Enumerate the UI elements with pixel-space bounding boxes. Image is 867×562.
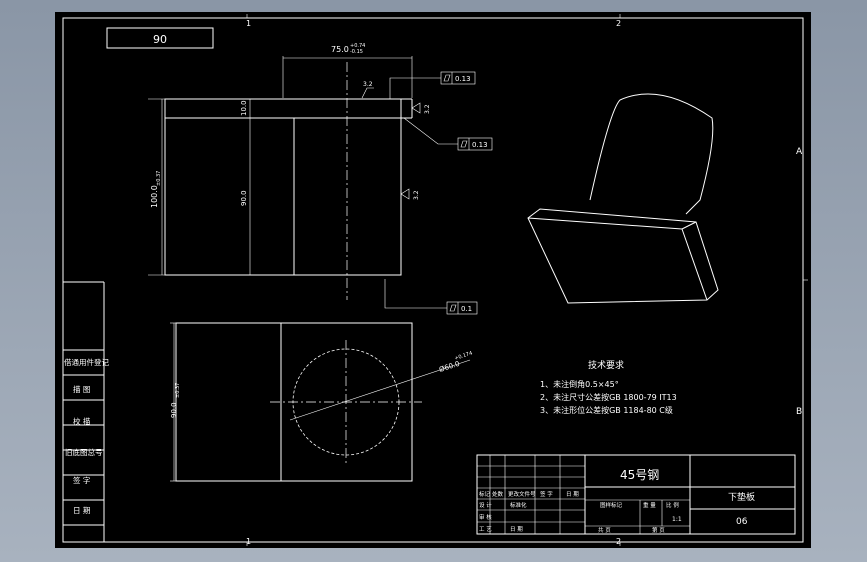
- side-label-1: 借通用件登记: [64, 357, 109, 367]
- zone-top-left: 1: [246, 19, 251, 28]
- tb-label-date-2: 日 期: [510, 526, 523, 533]
- tb-label-scale: 比 例: [666, 501, 679, 509]
- tb-label-count: 处数: [492, 490, 504, 498]
- dim-width-tol-lower: -0.15: [350, 49, 363, 55]
- surface-finish-side-1: 3.2: [424, 104, 431, 114]
- flatness-value-2: 0.13: [472, 141, 488, 149]
- flatness-frame-1: [440, 71, 476, 85]
- tech-req-heading: 技术要求: [588, 359, 624, 371]
- dim-base-width: 90.0: [170, 402, 178, 418]
- tb-label-process: 工 艺: [479, 526, 492, 533]
- drawing-background: [55, 12, 811, 548]
- side-label-5: 签 字: [73, 475, 90, 485]
- tech-req-item-1: 1、未注倒角0.5×45°: [540, 379, 619, 389]
- side-label-3: 校 描: [73, 416, 91, 426]
- iso-cylinder: [589, 93, 714, 215]
- tb-label-change-doc: 更改文件号: [508, 490, 536, 498]
- tb-label-sign: 签 字: [540, 490, 553, 498]
- dim-base-width-tol: ±0.37: [175, 383, 181, 398]
- tb-label-standard: 标准化: [510, 501, 527, 509]
- title-block: 标记 处数 更改文件号 签 字 日 期 设 计 标准化 审 核 工 艺 日 期 …: [476, 454, 796, 535]
- tb-material: 45号钢: [620, 468, 659, 482]
- flatness-frame-3: [446, 301, 478, 315]
- tb-label-review: 审 核: [479, 513, 492, 521]
- dim-diameter-tol: +0.174: [454, 350, 473, 361]
- tech-req-item-3: 3、未注形位公差按GB 1184-80 C级: [540, 405, 673, 415]
- flatness-value-3: 0.1: [461, 305, 472, 313]
- tb-drawing-no: 06: [736, 517, 748, 527]
- zone-right-b: B: [796, 407, 802, 417]
- top-view-outline: [175, 322, 413, 482]
- tech-req-item-2: 2、未注尺寸公差按GB 1800-79 IT13: [540, 392, 677, 402]
- dim-flange-thickness: 10.0: [240, 100, 248, 116]
- surface-finish-top-symbol: [361, 87, 374, 99]
- iso-plate: [527, 208, 719, 304]
- front-view: 75.0 +0.74 -0.15 100.0 ±0.37 10.0 90.0 3…: [148, 43, 493, 315]
- side-registration-column: 借通用件登记 描 图 校 描 旧底图总号 签 字 日 期: [63, 281, 109, 542]
- flatness-value-1: 0.13: [455, 75, 471, 83]
- diameter-leader: [289, 359, 471, 421]
- part-number-text: 90: [153, 33, 167, 46]
- surface-finish-side-2: 3.2: [413, 190, 420, 200]
- zone-bottom-right: 2: [616, 537, 621, 546]
- tb-label-drawing-mark: 图样标记: [600, 501, 623, 509]
- side-label-2: 描 图: [73, 384, 90, 394]
- technical-requirements: 技术要求 1、未注倒角0.5×45° 2、未注尺寸公差按GB 1800-79 I…: [540, 359, 677, 415]
- isometric-view: [527, 93, 719, 304]
- zone-right-a: A: [796, 147, 803, 157]
- zone-bottom-left: 1: [246, 537, 251, 546]
- flatness-frame-2: [457, 137, 493, 151]
- tb-label-date: 日 期: [566, 491, 579, 498]
- part-number-box: [106, 27, 214, 49]
- side-label-6: 日 期: [73, 506, 90, 515]
- tb-label-mark: 标记: [479, 490, 491, 498]
- tb-label-weight: 重 量: [643, 501, 656, 509]
- tb-label-design: 设 计: [479, 501, 492, 509]
- dim-width: 75.0: [331, 45, 349, 54]
- dim-body-height: 90.0: [240, 190, 248, 206]
- dim-total-height: 100.0: [150, 185, 159, 208]
- surface-finish-top: 3.2: [363, 81, 373, 88]
- zone-top-right: 2: [616, 19, 621, 28]
- tb-scale: 1:1: [672, 516, 682, 523]
- front-view-outline: [164, 98, 402, 276]
- tb-label-total-sheets: 共 页: [598, 526, 611, 534]
- side-label-4: 旧底图总号: [65, 447, 103, 457]
- tb-part-name: 下垫板: [728, 491, 755, 503]
- tb-label-sheet-no: 第 页: [652, 526, 665, 534]
- dim-total-height-tol: ±0.37: [156, 171, 162, 186]
- dim-width-tol-upper: +0.74: [350, 43, 365, 49]
